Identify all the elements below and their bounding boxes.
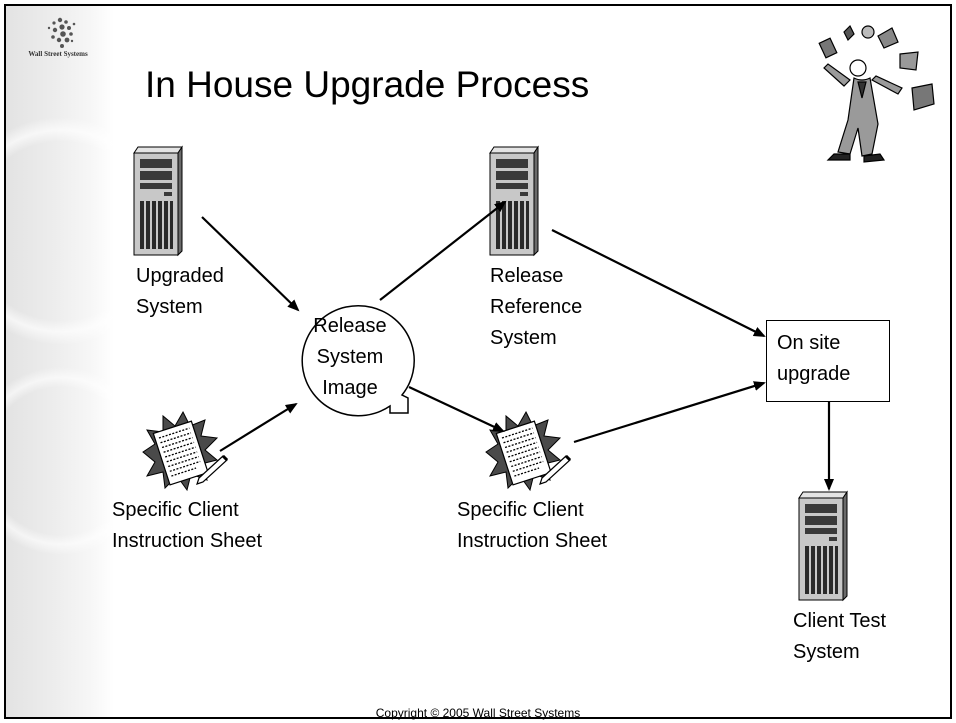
process-diagram — [133, 24, 935, 601]
copyright-footer: Copyright © 2005 Wall Street Systems — [375, 706, 581, 720]
label-instruction-sheet-left: Specific Client Instruction Sheet — [112, 499, 263, 552]
arrow-sheet-to-image — [219, 402, 298, 452]
server-icon-client-test — [798, 491, 848, 601]
release-image-bubble — [301, 304, 415, 417]
label-upgraded-system: Upgraded System — [136, 265, 224, 318]
juggling-businessman-clipart — [818, 24, 935, 163]
label-release-system-image: Release System Image — [313, 315, 387, 399]
server-icon-upgraded — [133, 146, 183, 256]
instruction-sheet-icon-middle — [484, 410, 572, 492]
slide-title: In House Upgrade Process — [145, 64, 590, 105]
server-icon-release-reference — [489, 146, 539, 256]
label-release-reference-system: Release Reference System — [490, 265, 583, 349]
instruction-sheet-icon-left — [141, 410, 229, 492]
arrow-reference-to-onsite — [551, 229, 766, 337]
logo-text: Wall Street Systems — [28, 50, 88, 58]
arrow-image-to-sheet — [408, 386, 505, 432]
slide-frame: Wall Street Systems In House Upgrade Pro… — [4, 4, 952, 719]
label-client-test-system: Client Test System — [793, 610, 887, 663]
label-instruction-sheet-middle: Specific Client Instruction Sheet — [457, 499, 608, 552]
onsite-upgrade-box — [766, 320, 890, 402]
arrow-sheet-to-onsite — [573, 381, 766, 444]
arrow-image-to-reference — [379, 200, 507, 301]
arrow-upgraded-to-image — [201, 216, 300, 312]
label-onsite-upgrade: On site upgrade — [777, 332, 851, 385]
wall-street-systems-logo — [47, 17, 76, 48]
